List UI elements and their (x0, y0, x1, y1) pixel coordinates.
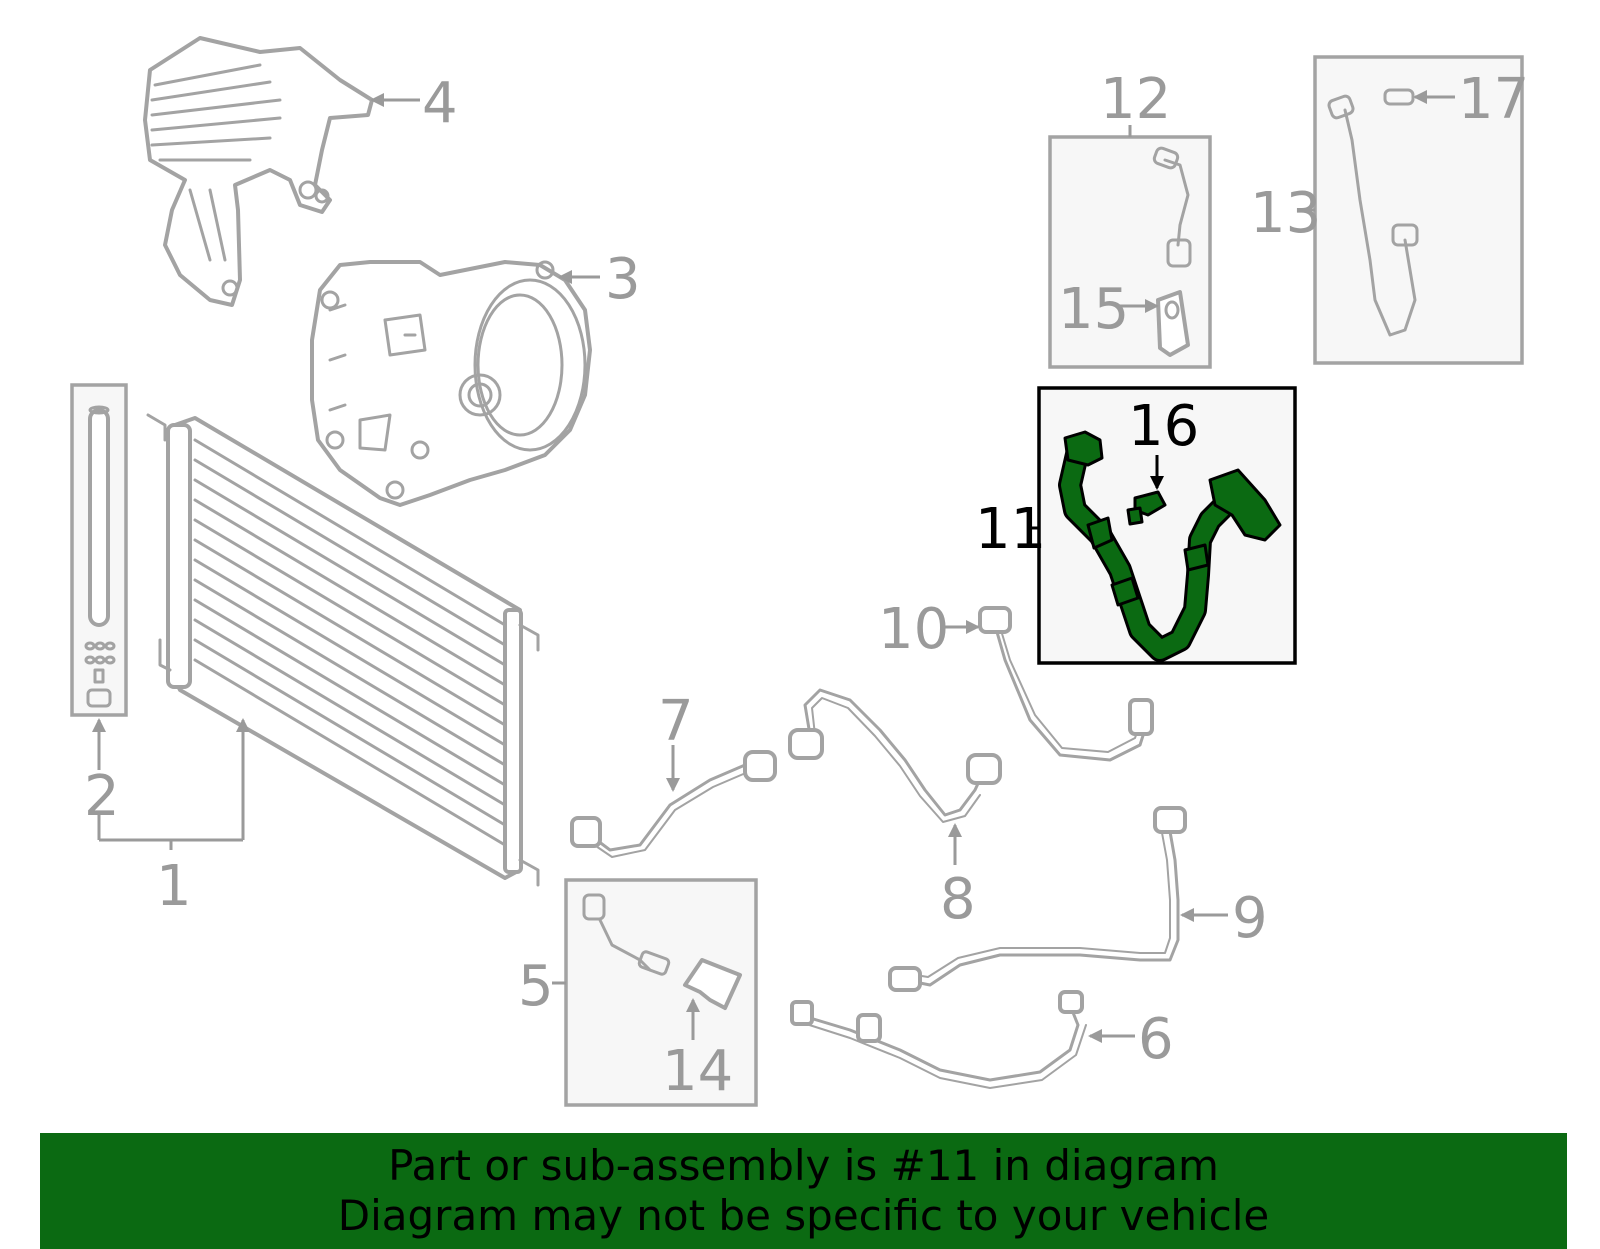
callout-16-group: 16 (1128, 394, 1199, 490)
callout-14-group: 14 (662, 998, 733, 1104)
callout-1: 1 (156, 854, 192, 919)
part-4-bracket (143, 36, 374, 307)
part-6-line (790, 990, 1087, 1089)
callout-3: 3 (605, 247, 641, 312)
callout-9: 9 (1232, 886, 1268, 951)
part-7-line (570, 750, 777, 858)
callout-11-group: 11 (975, 497, 1046, 562)
part-3-compressor (310, 260, 592, 507)
callout-12-group: 12 (1100, 67, 1171, 137)
part-10-line (978, 606, 1154, 762)
callout-10-group: 10 (878, 597, 980, 662)
callout-15: 15 (1058, 277, 1129, 342)
callout-1-group: 1 (97, 718, 250, 919)
part-12-kit-box (1048, 135, 1212, 369)
part-5-kit-box (564, 878, 758, 1107)
callout-6: 6 (1138, 1007, 1174, 1072)
part-13-kit-box (1313, 55, 1524, 365)
callout-2-group: 2 (84, 718, 120, 829)
callout-6-group: 6 (1088, 1007, 1174, 1072)
callout-12: 12 (1100, 67, 1171, 132)
banner-line-1: Part or sub-assembly is #11 in diagram (388, 1141, 1219, 1190)
part-1-condenser (146, 413, 540, 887)
callout-14: 14 (662, 1039, 733, 1104)
callout-7-group: 7 (658, 689, 694, 792)
part-2-drier-box (70, 383, 128, 717)
callout-8-group: 8 (940, 823, 976, 932)
callout-16: 16 (1128, 394, 1199, 459)
callout-2: 2 (84, 764, 120, 829)
callout-4: 4 (422, 71, 458, 136)
banner-line-2: Diagram may not be specific to your vehi… (337, 1191, 1270, 1240)
callout-13-group: 13 (1250, 181, 1321, 246)
callout-9-group: 9 (1180, 886, 1268, 951)
callout-11: 11 (975, 497, 1046, 562)
callout-17-group: 17 (1413, 67, 1529, 132)
callout-4-group: 4 (370, 71, 458, 136)
notice-banner: Part or sub-assembly is #11 in diagram D… (40, 1133, 1567, 1249)
callout-10: 10 (878, 597, 949, 662)
callout-3-group: 3 (558, 247, 641, 312)
callout-7: 7 (658, 689, 694, 754)
callout-5-group: 5 (518, 954, 566, 1019)
part-9-line (888, 806, 1187, 992)
part-8-line (788, 688, 1002, 823)
part-11-highlight-box (1037, 386, 1297, 665)
callout-13: 13 (1250, 181, 1321, 246)
callout-17: 17 (1458, 67, 1529, 132)
callout-8: 8 (940, 867, 976, 932)
callout-5: 5 (518, 954, 554, 1019)
callout-15-group: 15 (1058, 277, 1159, 342)
